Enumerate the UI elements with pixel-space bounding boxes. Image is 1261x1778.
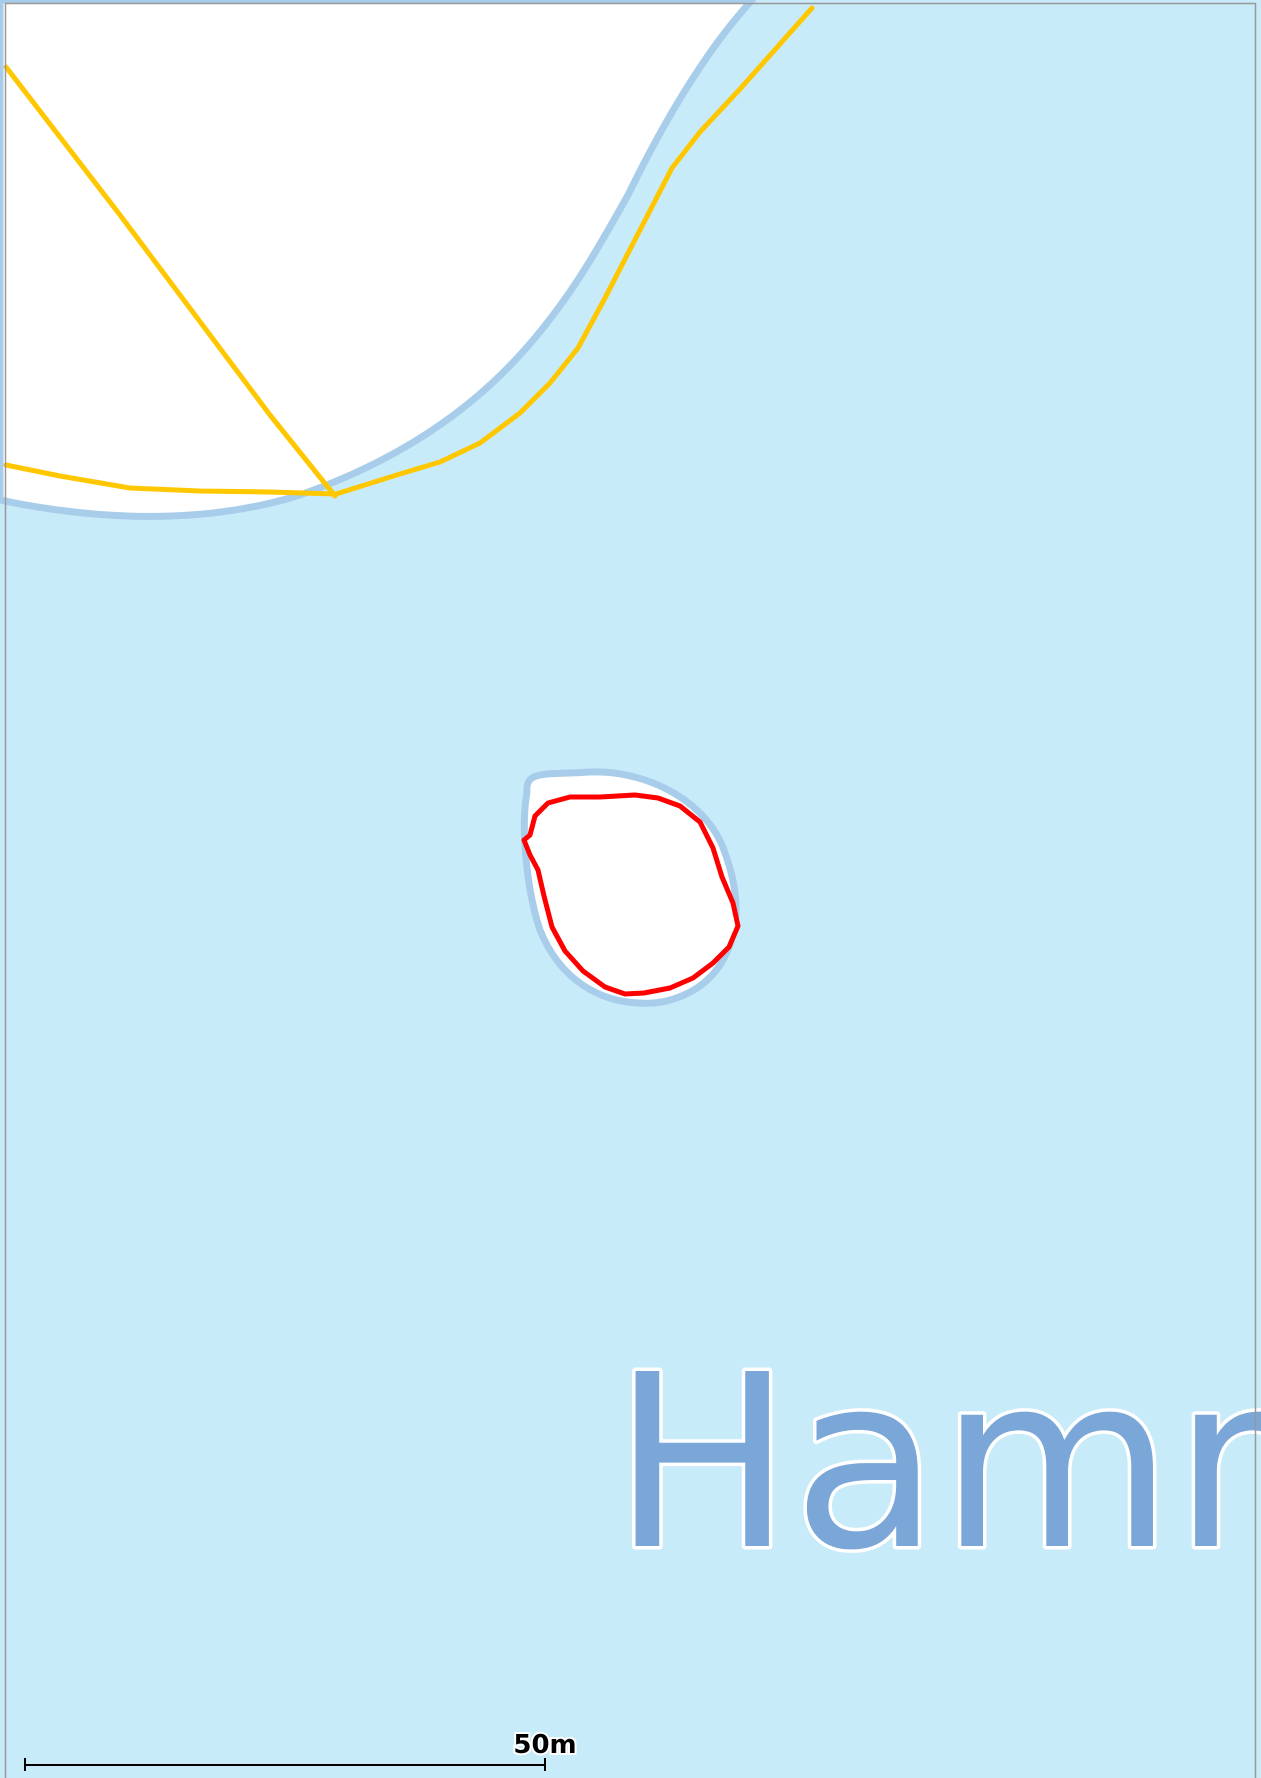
selected-island-outline[interactable] xyxy=(521,792,741,997)
scale-bar: 50m xyxy=(24,1728,579,1771)
road-shoreline xyxy=(3,5,815,497)
map-frame xyxy=(4,2,1257,1778)
water-body-label: Hamm xyxy=(612,1323,1261,1603)
land-area-shore xyxy=(0,0,757,520)
scale-bar-label: 50m xyxy=(513,1730,576,1760)
road-diagonal xyxy=(3,64,338,499)
